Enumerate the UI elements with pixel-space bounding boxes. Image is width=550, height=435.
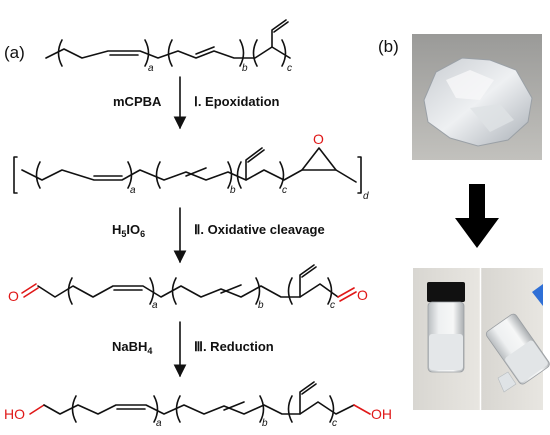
subscript-a-4: a <box>156 418 162 429</box>
subscript-d: d <box>363 191 369 202</box>
subscript-c-2: c <box>282 185 287 196</box>
structure-epoxidized <box>13 147 362 194</box>
subscript-a-3: a <box>152 300 158 311</box>
photo-liquid-polymer <box>413 268 550 410</box>
subscript-c-4: c <box>332 418 337 429</box>
structure-polybutadiene <box>45 19 291 67</box>
aldehyde-oxygen-left: O <box>8 288 19 304</box>
subscript-a: a <box>148 63 154 74</box>
reagent-periodic-acid: H5IO6 <box>112 222 145 239</box>
subscript-b-4: b <box>262 418 268 429</box>
structure-dialdehyde <box>21 264 357 305</box>
subscript-a-2: a <box>130 185 136 196</box>
panel-label-a: (a) <box>4 43 25 62</box>
step-2-label: Ⅱ. Oxidative cleavage <box>194 222 325 237</box>
hydroxyl-right: OH <box>371 406 392 422</box>
panel-label-b: (b) <box>378 37 399 56</box>
subscript-b: b <box>242 63 248 74</box>
aldehyde-oxygen-right: O <box>357 287 368 303</box>
subscript-b-3: b <box>258 300 264 311</box>
step-3-label: Ⅲ. Reduction <box>194 339 274 354</box>
step-1-label: Ⅰ. Epoxidation <box>194 94 280 109</box>
photo-solid-polymer <box>412 34 542 160</box>
subscript-c: c <box>287 63 292 74</box>
subscript-c-3: c <box>330 300 335 311</box>
structure-diol <box>29 381 371 423</box>
reagent-nabh4: NaBH4 <box>112 339 152 356</box>
epoxide-oxygen: O <box>313 131 324 147</box>
down-arrow-icon <box>455 184 499 248</box>
subscript-b-2: b <box>230 185 236 196</box>
reagent-mcpba: mCPBA <box>113 94 162 109</box>
hydroxyl-left: HO <box>4 406 25 422</box>
